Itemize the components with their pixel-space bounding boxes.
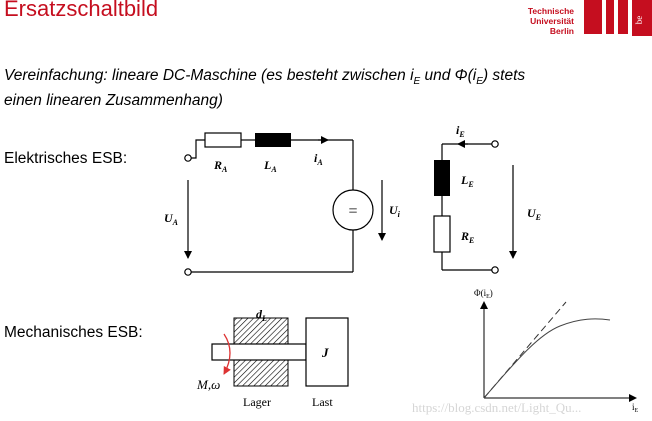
resistor-ra — [204, 132, 242, 148]
mechanical-diagram: J dL M,ω Lager Last — [196, 307, 349, 409]
label-last: Last — [312, 395, 333, 409]
label-dl: dL — [256, 307, 267, 323]
electrical-esb-label: Elektrisches ESB: — [4, 150, 128, 167]
load-inertia — [305, 317, 349, 387]
label-ue: UE — [527, 206, 541, 222]
label-ua: UA — [164, 211, 179, 227]
armature-circuit: = RA LA iA UA Ui — [164, 132, 401, 276]
university-name: Technische Universität Berlin — [494, 6, 574, 36]
magnetization-curve-plot: Φ(iE) iE — [474, 288, 639, 414]
label-m-omega: M,ω — [196, 377, 220, 392]
resistor-re — [433, 215, 451, 253]
intro-text: Vereinfachung: lineare DC-Maschine (es b… — [4, 67, 526, 110]
terminal-bottom-left — [184, 268, 192, 276]
curve-y-label: Φ(iE) — [474, 288, 493, 300]
rotation-arrow-icon — [223, 333, 231, 375]
logo-line-3: Berlin — [549, 26, 574, 36]
terminal-field-bottom — [491, 266, 499, 274]
field-circuit: iE LE RE UE — [433, 123, 541, 274]
page-title: Ersatzschaltbild — [4, 0, 159, 21]
bearing-top — [233, 317, 289, 345]
linear-approximation-line — [483, 301, 567, 399]
label-j: J — [321, 345, 329, 360]
logo-side-text: be — [634, 16, 644, 25]
logo-line-2: Universität — [530, 16, 574, 26]
label-lager: Lager — [243, 395, 271, 409]
curve-x-label: iE — [632, 402, 639, 414]
terminal-field-top — [491, 140, 499, 148]
logo-line-1: Technische — [527, 6, 574, 16]
label-ra: RA — [213, 158, 228, 174]
tu-logo-icon: be — [584, 0, 652, 36]
label-re: RE — [460, 229, 474, 245]
label-ie: iE — [456, 123, 465, 139]
mechanical-esb-label: Mechanisches ESB: — [4, 324, 143, 341]
label-la: LA — [263, 158, 277, 174]
inductor-le — [434, 160, 450, 196]
bearing-bottom — [233, 359, 289, 387]
terminal-top-left — [184, 154, 192, 162]
label-ia: iA — [314, 151, 323, 167]
saturation-curve — [483, 318, 611, 399]
inductor-la — [255, 133, 291, 147]
watermark-text: https://blog.csdn.net/Light_Qu... — [412, 400, 581, 415]
source-symbol: = — [348, 203, 357, 220]
label-le: LE — [460, 173, 474, 189]
label-ui: Ui — [389, 203, 401, 219]
shaft — [211, 343, 307, 361]
